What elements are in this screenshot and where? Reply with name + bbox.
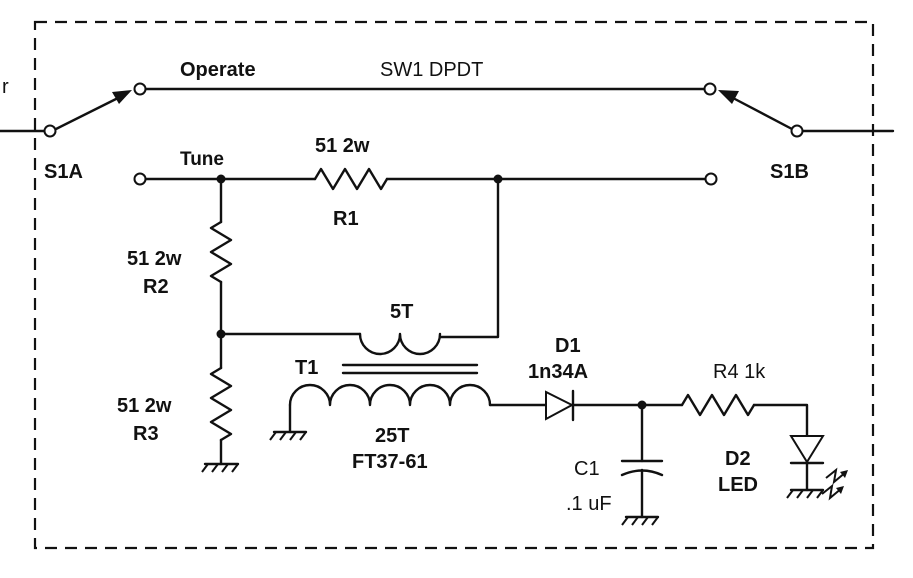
s1a-common-terminal: [43, 124, 57, 138]
t1-primary-coil: [358, 332, 442, 356]
r1-value-label: 51 2w: [315, 135, 370, 157]
r4-label: R4 1k: [713, 361, 766, 383]
secondary-turns-label: 25T: [375, 425, 409, 447]
s1a-label: S1A: [44, 161, 83, 183]
d2-label: D2: [725, 448, 751, 470]
primary-turns-label: 5T: [390, 301, 413, 323]
t1-secondary-coil: [288, 383, 492, 407]
r2-value-label: 51 2w: [127, 248, 182, 270]
d1-part-label: 1n34A: [528, 361, 588, 383]
r2-r3-junction-dot: [216, 329, 226, 339]
r4-resistor: [680, 393, 756, 417]
switch-label: SW1 DPDT: [380, 59, 483, 81]
c1-value-label: .1 uF: [566, 493, 612, 515]
r4-to-led-wire: [752, 403, 809, 438]
s1a-blade: [54, 96, 120, 131]
d1-diode-body: [545, 390, 575, 421]
s1b-blade: [731, 96, 794, 131]
d2-ground-symbol: [786, 488, 825, 499]
d2-light-emission-arrows: [821, 467, 848, 501]
core-label: FT37-61: [352, 451, 428, 473]
d2-part-label: LED: [718, 474, 758, 496]
r3-resistor: [209, 366, 233, 442]
d1-label: D1: [555, 335, 581, 357]
c1-ground-symbol: [621, 515, 660, 526]
s1b-label: S1B: [770, 161, 809, 183]
c1-label: C1: [574, 458, 600, 480]
r1-resistor: [313, 167, 389, 191]
d2-led-body: [789, 435, 825, 464]
operate-label: Operate: [180, 59, 256, 81]
s1a-arrow: [112, 90, 132, 104]
secondary-ground-symbol: [269, 430, 308, 441]
r1-label: R1: [333, 208, 359, 230]
s1a-tune-terminal: [133, 172, 147, 186]
r2-label: R2: [143, 276, 169, 298]
s1a-operate-terminal: [133, 82, 147, 96]
tune-label: Tune: [180, 149, 224, 170]
enclosure-border: [33, 20, 875, 550]
s1b-operate-terminal: [703, 82, 717, 96]
r3-value-label: 51 2w: [117, 395, 172, 417]
r3-label: R3: [133, 423, 159, 445]
s1b-common-terminal: [790, 124, 804, 138]
r1-to-primary-wire: [438, 177, 500, 339]
t1-label: T1: [295, 357, 318, 379]
s1b-tune-terminal: [704, 172, 718, 186]
tune-junction-dot: [216, 174, 226, 184]
r3-ground-symbol: [201, 462, 240, 473]
r1-junction-dot: [493, 174, 503, 184]
s1b-arrow: [718, 90, 739, 104]
edge-mark-label: r: [2, 76, 9, 98]
r2-resistor: [209, 220, 233, 284]
d1-c1-junction-dot: [637, 400, 647, 410]
